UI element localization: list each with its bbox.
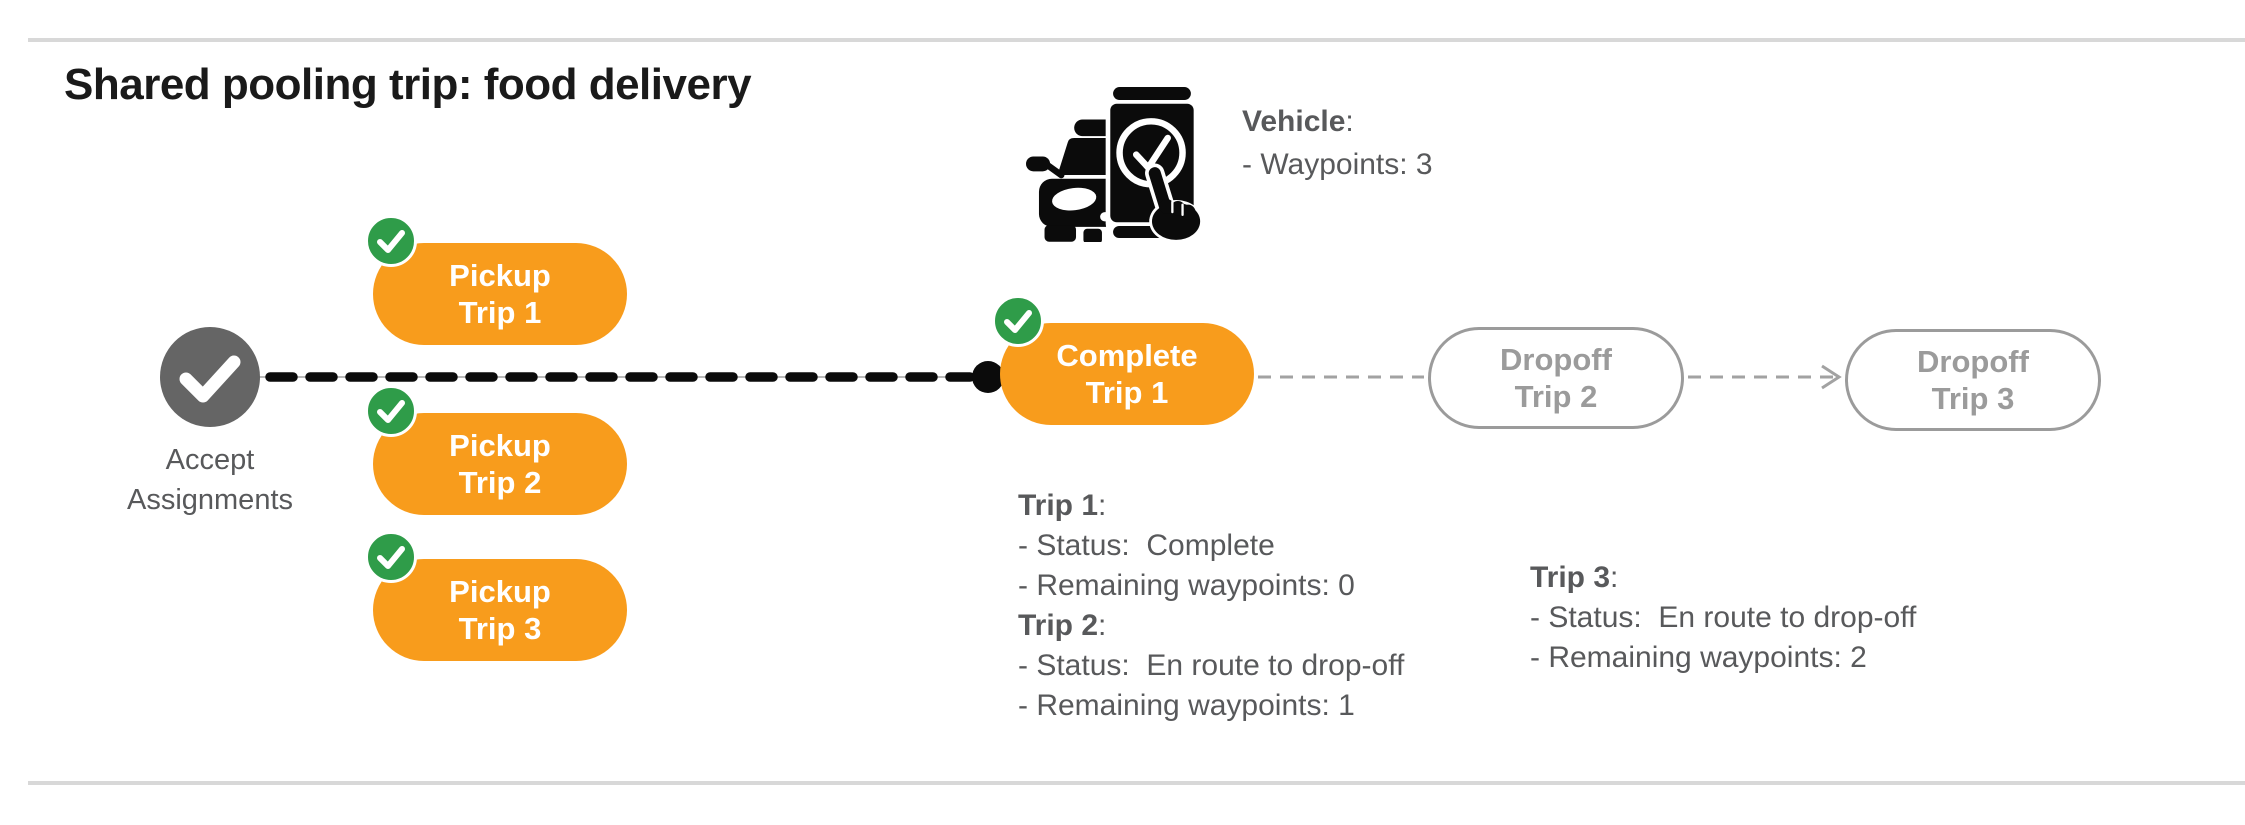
check-badge-icon <box>365 215 417 267</box>
trip-3-heading: Trip 3: <box>1530 561 1619 594</box>
trip-2-status: - Status: En route to drop-off <box>1018 649 1405 682</box>
trip-3-status: - Status: En route to drop-off <box>1530 601 1917 634</box>
car-phone-check-icon <box>1026 84 1202 242</box>
trip-2-waypoints: - Remaining waypoints: 1 <box>1018 689 1355 722</box>
accept-assignments-label: Accept Assignments <box>126 444 293 516</box>
node-pickup-trip-2: Pickup Trip 2 <box>365 385 627 515</box>
trip-1-waypoints: - Remaining waypoints: 0 <box>1018 569 1355 602</box>
accept-assignments-node <box>160 327 260 427</box>
top-divider <box>28 38 2245 42</box>
node-complete-trip-1: Complete Trip 1 <box>992 295 1254 425</box>
arrowhead-icon <box>1821 364 1842 390</box>
node-dropoff-trip-2: Dropoff Trip 2 <box>1428 327 1684 429</box>
node-pickup-trip-1: Pickup Trip 1 <box>365 215 627 345</box>
trip-1-status: - Status: Complete <box>1018 529 1275 562</box>
check-badge-icon <box>365 385 417 437</box>
bottom-divider <box>28 781 2245 785</box>
node-dropoff-trip-3: Dropoff Trip 3 <box>1845 329 2101 431</box>
trip-status-left: Trip 1: - Status: Complete - Remaining w… <box>1018 486 1404 726</box>
check-badge-icon <box>365 531 417 583</box>
node-pickup-trip-3: Pickup Trip 3 <box>365 531 627 661</box>
vehicle-waypoints: - Waypoints: 3 <box>1242 148 1433 181</box>
check-badge-icon <box>992 295 1044 347</box>
trip-status-right: Trip 3: - Status: En route to drop-off -… <box>1530 558 1916 678</box>
trip-2-heading: Trip 2: <box>1018 609 1107 642</box>
vehicle-info: Vehicle: - Waypoints: 3 <box>1242 100 1433 186</box>
trip-1-heading: Trip 1: <box>1018 489 1107 522</box>
vehicle-label: Vehicle: <box>1242 105 1354 138</box>
trip-3-waypoints: - Remaining waypoints: 2 <box>1530 641 1867 674</box>
checkmark-icon <box>179 355 241 403</box>
page-title: Shared pooling trip: food delivery <box>64 60 752 109</box>
